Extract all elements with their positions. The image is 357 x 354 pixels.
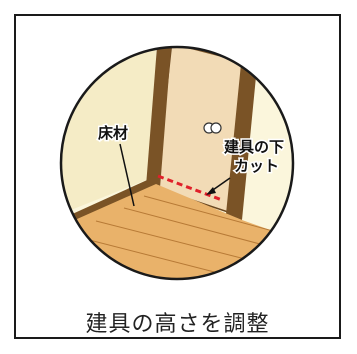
floor [61,184,293,279]
caption: 建具の高さを調整 [85,312,270,337]
door-frame-left [146,47,172,188]
arrow-head-icon [206,187,216,195]
label-cut-line2: カット [234,157,279,175]
scene-border [59,45,295,281]
label-cut-line1: 建具の下 [224,138,284,156]
illustration-card: 床材 建具の下 カット 建具の高さを調整 [14,14,341,339]
door-frame-right [226,54,258,220]
label-floor: 床材 [98,124,128,142]
door-knob-icon [203,122,222,134]
door-cut-illustration: 床材 建具の下 カット [59,45,295,281]
floor-pointer [119,143,135,207]
cut-line [157,174,223,202]
